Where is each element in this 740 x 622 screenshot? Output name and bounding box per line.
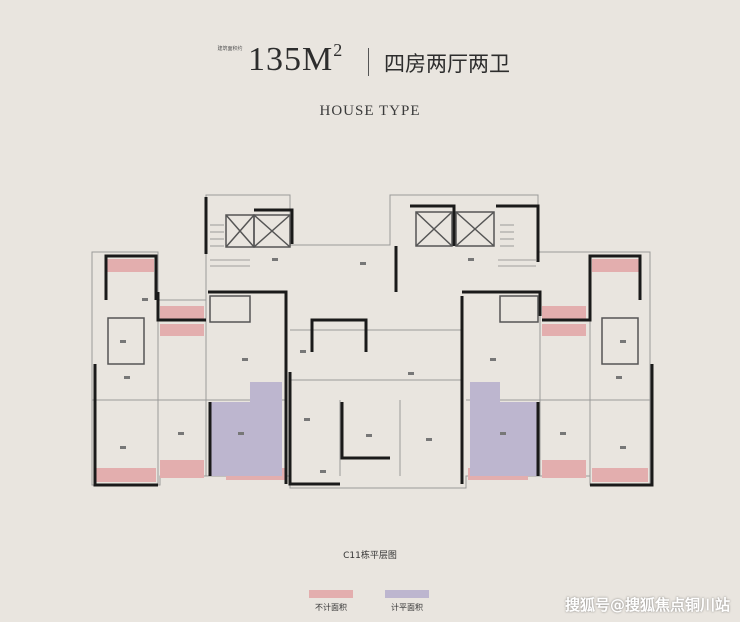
room-mark <box>304 418 310 421</box>
room-mark <box>620 446 626 449</box>
room-mark <box>272 258 278 261</box>
plan-outline <box>91 194 651 489</box>
room-mark <box>300 350 306 353</box>
pink-zone <box>542 306 586 320</box>
room-mark <box>360 262 366 265</box>
layout-type: 四房两厅两卫 <box>384 52 510 76</box>
legend-label: 不计面积 <box>315 603 347 612</box>
pink-zone <box>592 259 640 272</box>
legend-item-counted: 计平面积 <box>385 590 429 613</box>
legend-item-not-counted: 不计面积 <box>309 590 353 613</box>
room-mark <box>142 298 148 301</box>
walls <box>93 197 654 487</box>
room-mark <box>120 340 126 343</box>
room-marks <box>120 258 626 473</box>
legend-swatch-pink <box>309 590 353 598</box>
room-mark <box>560 432 566 435</box>
room-mark <box>500 432 506 435</box>
room-mark <box>120 446 126 449</box>
title-divider <box>368 48 369 76</box>
plan-caption: C11栋平层图 <box>343 551 397 561</box>
legend-swatch-purple <box>385 590 429 598</box>
room-mark <box>426 438 432 441</box>
pink-zone <box>542 460 586 478</box>
room-mark <box>408 372 414 375</box>
pink-zone <box>106 259 154 272</box>
room-mark <box>178 432 184 435</box>
pink-zone <box>94 468 156 482</box>
area-number: 135M <box>248 41 334 78</box>
watermark: 搜狐号@搜狐焦点铜川站 <box>564 596 730 614</box>
room-mark <box>242 358 248 361</box>
pink-zone <box>160 324 204 336</box>
legend-label: 计平面积 <box>391 603 423 612</box>
room-mark <box>320 470 326 473</box>
pink-zone <box>542 324 586 336</box>
room-mark <box>616 376 622 379</box>
pink-zone <box>160 306 204 320</box>
room-mark <box>468 258 474 261</box>
room-mark <box>490 358 496 361</box>
room-mark <box>366 434 372 437</box>
area-superscript: 2 <box>333 40 344 60</box>
room-mark <box>124 376 130 379</box>
house-type-subtitle: HOUSE TYPE <box>319 103 421 119</box>
header: 建筑面积约 135M2 四房两厅两卫 HOUSE TYPE <box>0 0 740 130</box>
counted-areas <box>210 382 538 476</box>
stair-treads <box>210 224 536 267</box>
purple-zone <box>470 382 538 476</box>
not-counted-areas <box>94 259 648 482</box>
area-value: 135M2 <box>248 40 343 79</box>
room-mark <box>238 432 244 435</box>
thin-walls <box>107 211 639 365</box>
pink-zone <box>160 460 204 478</box>
area-caption: 建筑面积约 <box>217 46 243 52</box>
purple-zone <box>210 382 282 476</box>
room-mark <box>620 340 626 343</box>
pink-zone <box>592 468 648 482</box>
